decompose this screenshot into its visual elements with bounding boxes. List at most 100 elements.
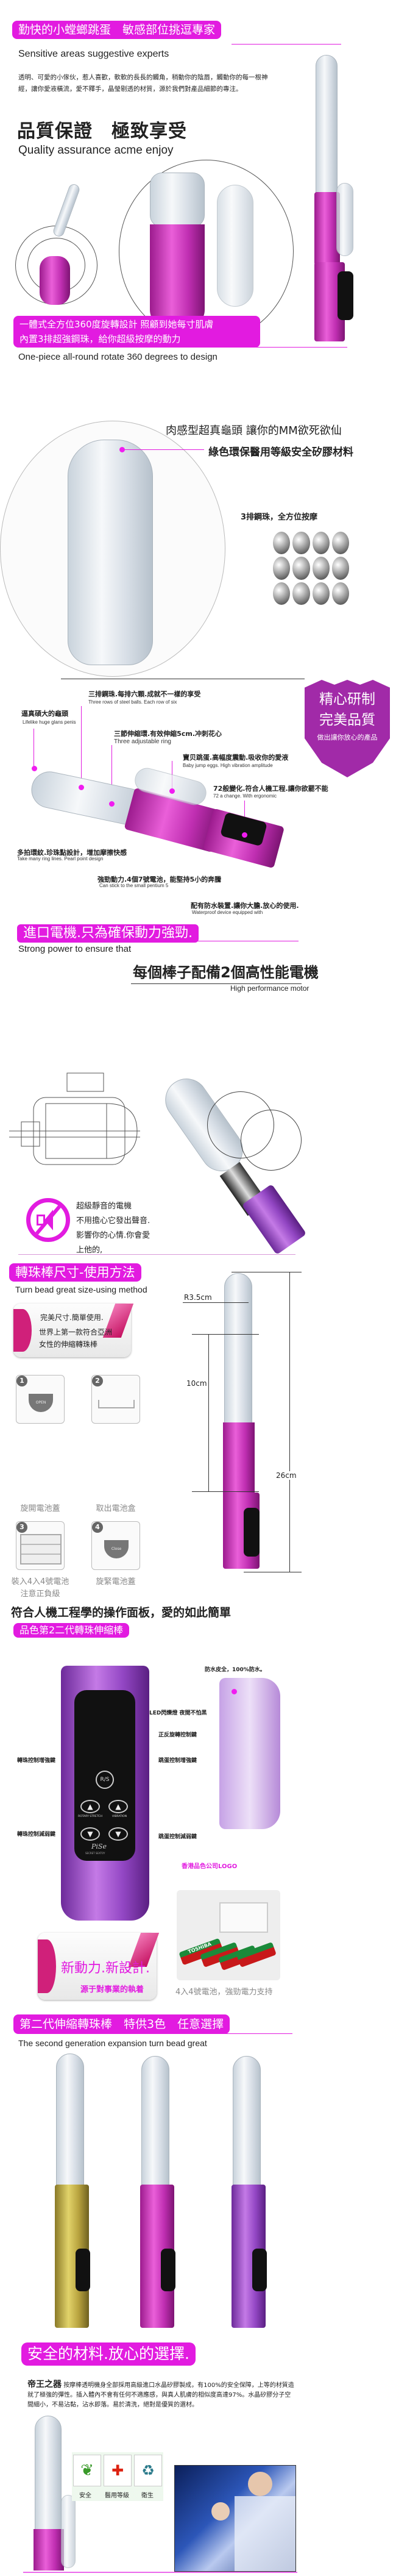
product-image-full [312,55,361,341]
divider [256,347,347,348]
divider [18,1254,295,1255]
step-label: 旋緊電池蓋 [96,1577,136,1586]
control-panel-image: R/S ▲ ▲ ROTARY STRETCH VIBRATION ▼ ▼ PiS… [61,1666,149,1921]
panel-logo: PiSe [91,1843,107,1850]
new-power-card: 新動力.新設計. 源于對事業的執着 [38,1933,160,2000]
step-label: 取出電池盒 [96,1504,136,1513]
battery-image: TOSHIBA [177,1890,280,1980]
quality-badge: 精心研制 完美品質 做出讓你放心的產品 [305,680,390,777]
size-banner: 轉珠棒尺寸-使用方法 [9,1263,141,1282]
feature-title: 三排鋼珠.每排六顆.成就不一樣的享受 [88,690,201,698]
glans-heading: 肉感型超真龜頭 讓你的MM欲死欲仙 [166,424,342,437]
safety-icons: ❦ 安全 ✚ 醫用等級 ♻ 衛生 [72,2452,163,2501]
safety-text: 按摩棒透明機身全部採用高級進口水晶矽膠製成，有100%的安全保障，上等的材質造就… [27,2382,294,2408]
color-variant-pink [139,2056,182,2328]
silent-line: 影響你的心情.你會愛 [76,1231,150,1240]
lab-photo [174,2465,296,2572]
motor-diagram [9,1036,143,1183]
callout-dot [232,1689,237,1694]
rotation-banner: 一體式全方位360度旋轉設計 照顧到她每寸肌膚 內置3排超強鋼珠，給你超級按摩的… [13,316,260,348]
bead-up-label: 轉珠控制增強鍵 [17,1758,56,1764]
logo-label: 香港品色公司LOGO [182,1863,238,1870]
vibration-label: VIBRATION [111,1815,127,1818]
glans-circle [0,421,225,677]
divider [232,44,341,45]
feature-title: 寶贝跳蛋.高幅度震動.吸收你的愛液 [183,754,289,762]
step-label: 注意正負級 [20,1589,60,1599]
new-power-sub: 源于對事業的執着 [80,1985,144,1994]
callout-line [125,449,204,450]
size-diagram-product [219,1273,268,1572]
motor-banner: 進口電機.只為確保動力強勁. [17,924,199,943]
banner-line: 內置3排超強鋼珠，給你超級按摩的動力 [19,334,181,344]
rotary-label: ROTARY STRETCH [78,1815,102,1818]
banner-line: 一體式全方位360度旋轉設計 照顧到她每寸肌膚 [19,319,214,330]
vibration-up-button: ▲ [108,1800,128,1813]
feature-desc: Can stick to the small pentium 5 [99,883,169,888]
divider [131,983,302,984]
card-line: 女性的伸縮轉珠棒 [39,1340,98,1349]
panel-logo-sub: SECRET SEXTOY [85,1852,105,1855]
waterproof-label: 防水皮全，100%防水。 [205,1667,266,1673]
divider [23,2572,297,2573]
motor-subtitle-en: Strong power to ensure that [18,944,132,954]
total-length-label: 26cm [276,1471,297,1480]
safety-lead: 帝王之器 [27,2380,62,2389]
silent-line: 超級靜音的電機 [76,1202,132,1211]
motor-cutaway-image [157,1070,307,1256]
feature-desc: Waterproof device equipped with [192,910,263,915]
feature-title: 72般變化.符合人機工程.讓你欲罷不能 [213,785,328,793]
feature-title: 三節伸縮環.有效伸縮5cm.冲刺花心 [114,730,222,738]
rotary-up-button: ▲ [80,1800,100,1813]
step-number: 3 [16,1522,27,1533]
material-label: 綠色環保醫用等級安全矽膠材料 [208,446,353,458]
feature-title: 強勁動力.4個7號電池，能堅持5小的奔騰 [97,876,222,883]
leaf-icon: ❦ [73,2455,101,2486]
step-number: 1 [16,1375,27,1386]
medical-kit-icon: ✚ [104,2455,132,2486]
size-subtitle-en: Turn bead great size-using method [15,1285,147,1294]
callout-dot [169,788,175,794]
feature-desc: Take many ring lines. Pearl point design [17,856,104,862]
detail-circle [119,160,294,343]
icon-label: 安全 [79,2492,91,2499]
hygiene-icon: ♻ [134,2455,162,2486]
feature-desc: Baby jump eggs. High vibration amplitude [183,763,273,768]
callout-dot [109,801,115,807]
rabbit-vibration-image [15,182,104,308]
callout-dot [32,766,37,771]
insert-length-label: 10cm [186,1379,207,1388]
colors-banner: 第二代伸縮轉珠棒 特供3色 任意選擇 [13,2014,230,2034]
product-image-diagonal [24,762,292,884]
feature-desc: Three adjustable ring [114,738,171,745]
step-number: 4 [92,1522,103,1533]
dimension-line [183,1302,249,1303]
egg-up-label: 跳蛋控制增強鍵 [158,1758,197,1764]
egg-down-label: 跳蛋控制減弱鍵 [158,1834,197,1840]
led-label: LED閃爍燈 夜間不怕黑 [149,1710,207,1716]
badge-line: 精心研制 [319,691,375,707]
divider [204,2033,292,2034]
callout-line [81,706,82,788]
waterproof-cap-image [219,1678,280,1829]
safety-paragraph: 帝王之器 按摩棒透明機身全部採用高級進口水晶矽膠製成，有100%的安全保障，上等… [27,2380,295,2410]
safety-banner: 安全的材料.放心的選擇. [21,2342,196,2366]
dimension-line [192,1334,259,1335]
badge-line: 完美品質 [319,712,375,728]
subtitle-en: Sensitive areas suggestive experts [18,49,169,59]
rotation-subtitle-en: One-piece all-round rotate 360 degrees t… [18,352,217,362]
rs-button: R/S [96,1771,114,1789]
step-art-label: OPEN [29,1394,53,1412]
panel-banner: 品色第2二代轉珠伸縮棒 [13,1623,130,1638]
color-variant-purple [230,2056,273,2328]
step-card: 3 [16,1521,65,1570]
silent-line: 上他的, [76,1246,103,1255]
quality-heading-en: Quality assurance acme enjoy [18,144,174,157]
radius-label: R3.5cm [184,1293,212,1302]
size-card: 完美尺寸.簡單使用. 世界上第一款符合亞洲 女性的伸縮轉珠棒 [13,1304,134,1357]
badge-arc-text: 做出讓你放心的產品 [317,733,378,741]
feature-title: 多拍環紋.珍珠點設計，增加摩擦快感 [17,849,127,857]
colors-subtitle-en: The second generation expansion turn bea… [18,2038,207,2048]
